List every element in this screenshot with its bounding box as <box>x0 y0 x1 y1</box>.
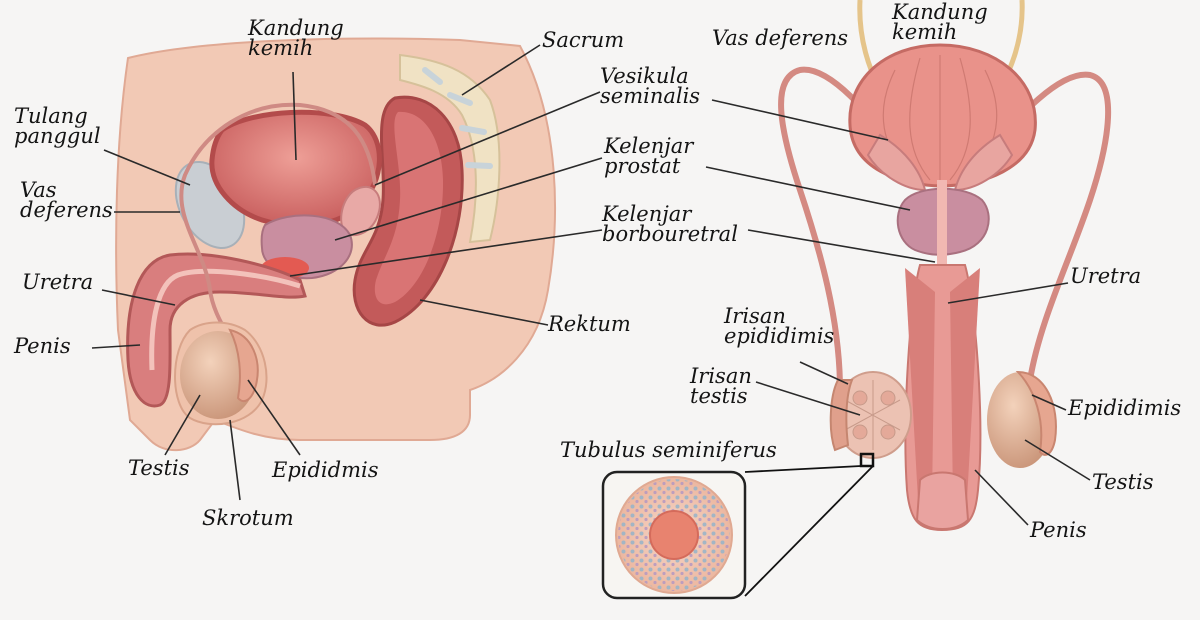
label-kandung-kemih-left-line1: Kandung <box>248 16 344 40</box>
label-rektum: Rektum <box>548 312 631 336</box>
label-irisan-epididimis-line2: epididimis <box>724 324 835 348</box>
label-vas-deferens-left: Vas deferens <box>20 178 113 222</box>
label-kelenjar-borbouretral: Kelenjar borbouretral <box>602 202 738 246</box>
label-testis-right-text: Testis <box>1092 470 1154 494</box>
sacrum-bone <box>399 53 501 244</box>
label-testis-right: Testis <box>1092 470 1154 494</box>
label-sacrum-text: Sacrum <box>542 28 625 52</box>
label-kelenjar-prostat: Kelenjar prostat <box>604 134 694 178</box>
label-tulang-panggul-line2: panggul <box>14 124 101 148</box>
vas-deferens-left <box>179 102 377 366</box>
label-uretra-left-text: Uretra <box>22 270 94 294</box>
label-testis-left-text: Testis <box>128 456 190 480</box>
urethra-left <box>149 268 301 371</box>
label-irisan-testis: Irisan testis <box>690 364 752 408</box>
label-rektum-text: Rektum <box>548 312 631 336</box>
label-penis-left-text: Penis <box>14 334 71 358</box>
label-kandung-kemih-right-line2: kemih <box>892 20 958 44</box>
label-vas-deferens-left-line1: Vas <box>20 178 57 202</box>
right-frontal-view <box>601 0 1112 600</box>
label-sacrum: Sacrum <box>542 28 625 52</box>
label-vas-deferens-right-text: Vas deferens <box>712 26 849 50</box>
label-skrotum: Skrotum <box>202 506 294 530</box>
right-leader-lines <box>705 99 1091 526</box>
label-penis-left: Penis <box>14 334 71 358</box>
label-epididmis: Epididmis <box>272 458 379 482</box>
label-kelenjar-prostat-line1: Kelenjar <box>604 134 694 158</box>
label-kandung-kemih-left: Kandung kemih <box>248 16 344 60</box>
label-uretra-right-text: Uretra <box>1070 264 1142 288</box>
label-uretra-right: Uretra <box>1070 264 1142 288</box>
glans <box>915 471 970 530</box>
epididymis-section <box>829 379 854 452</box>
label-kelenjar-borbouretral-line1: Kelenjar <box>602 202 692 226</box>
label-penis-right: Penis <box>1030 518 1087 542</box>
label-skrotum-text: Skrotum <box>202 506 294 530</box>
label-kandung-kemih-right: Kandung kemih <box>892 0 988 44</box>
label-penis-right-text: Penis <box>1030 518 1087 542</box>
label-kelenjar-borbouretral-line2: borbouretral <box>602 222 738 246</box>
tubule-marker <box>859 452 875 468</box>
label-irisan-testis-line2: testis <box>690 384 748 408</box>
corpus-cavernosum-left <box>905 268 935 500</box>
testis-lobules <box>844 380 901 450</box>
label-kandung-kemih-right-line1: Kandung <box>892 0 988 24</box>
label-kandung-kemih-left-line2: kemih <box>248 36 314 60</box>
corpus-cavernosum-right <box>950 268 980 500</box>
label-uretra-left: Uretra <box>22 270 94 294</box>
label-kelenjar-prostat-line2: prostat <box>604 154 681 178</box>
label-irisan-epididimis: Irisan epididimis <box>724 304 835 348</box>
label-irisan-testis-line1: Irisan <box>690 364 752 388</box>
label-irisan-epididimis-line1: Irisan <box>724 304 786 328</box>
label-vesikula-seminalis-line1: Vesikula <box>600 64 689 88</box>
vas-deferens-right-view-left <box>778 66 908 391</box>
label-epididimis-right-text: Epididimis <box>1068 396 1182 420</box>
vas-deferens-right-view-right <box>977 71 1112 381</box>
label-vas-deferens-right: Vas deferens <box>712 26 849 50</box>
left-leader-lines <box>91 44 603 501</box>
penis <box>126 252 307 408</box>
label-vas-deferens-left-line2: deferens <box>20 198 113 222</box>
label-tubulus-seminiferus: Tubulus seminiferus <box>560 438 777 462</box>
label-tubulus-seminiferus-text: Tubulus seminiferus <box>560 438 777 462</box>
label-tulang-panggul-line1: Tulang <box>14 104 88 128</box>
label-vesikula-seminalis: Vesikula seminalis <box>600 64 701 108</box>
label-epididimis-right: Epididimis <box>1068 396 1182 420</box>
seminal-vesicle <box>340 185 381 237</box>
label-epididmis-text: Epididmis <box>272 458 379 482</box>
tubule-inset <box>601 465 874 600</box>
left-sagittal-section <box>91 37 603 501</box>
label-tulang-panggul: Tulang panggul <box>14 104 101 148</box>
sacrum-segments <box>422 67 493 169</box>
label-testis-left: Testis <box>128 456 190 480</box>
label-vesikula-seminalis-line2: seminalis <box>600 84 701 108</box>
